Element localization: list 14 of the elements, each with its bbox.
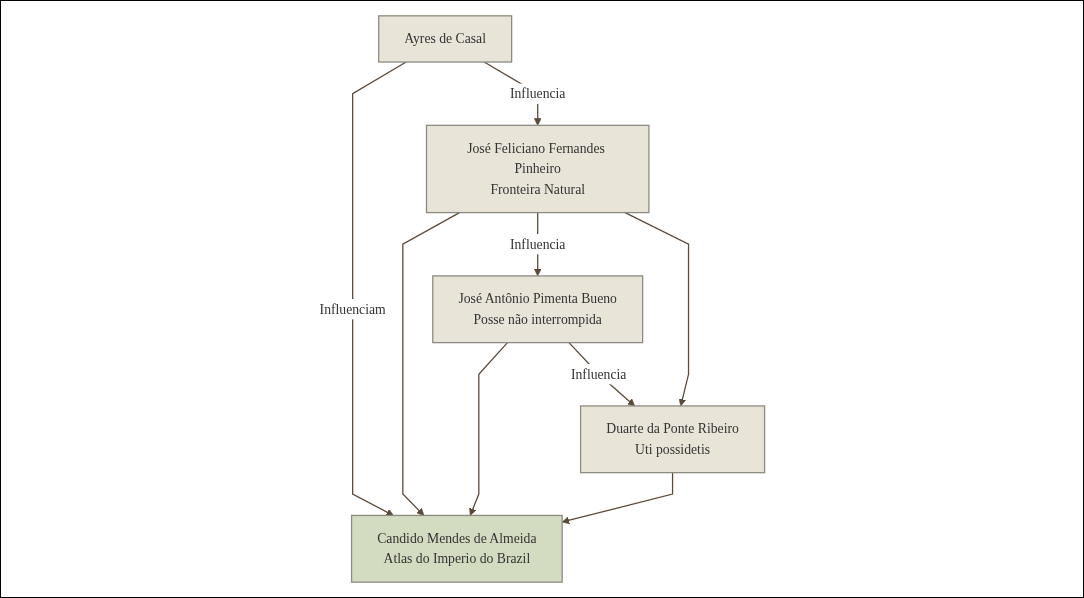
arrow: [568, 342, 635, 407]
node-box: José Antônio Pimenta Bueno Posse não interrompida: [432, 275, 644, 344]
node-box: Candido Mendes de Almeida Atlas do Imperio do Brazil: [350, 514, 563, 583]
edge-label: Influencia: [509, 236, 566, 252]
arrow: [624, 211, 690, 407]
edge-label: Influencia: [509, 85, 566, 101]
edge-label: Influenciam: [319, 301, 386, 317]
edge-label: Influencia: [570, 366, 627, 382]
arrow: [351, 61, 407, 516]
arrow: [402, 211, 461, 516]
node-box: José Feliciano Fernandes Pinheiro Fronteira Natural: [425, 124, 650, 214]
node-box: Duarte da Ponte Ribeiro Uti possidetis: [579, 405, 766, 474]
node-box: Ayres de Casal: [378, 15, 513, 63]
arrow: [469, 342, 509, 516]
